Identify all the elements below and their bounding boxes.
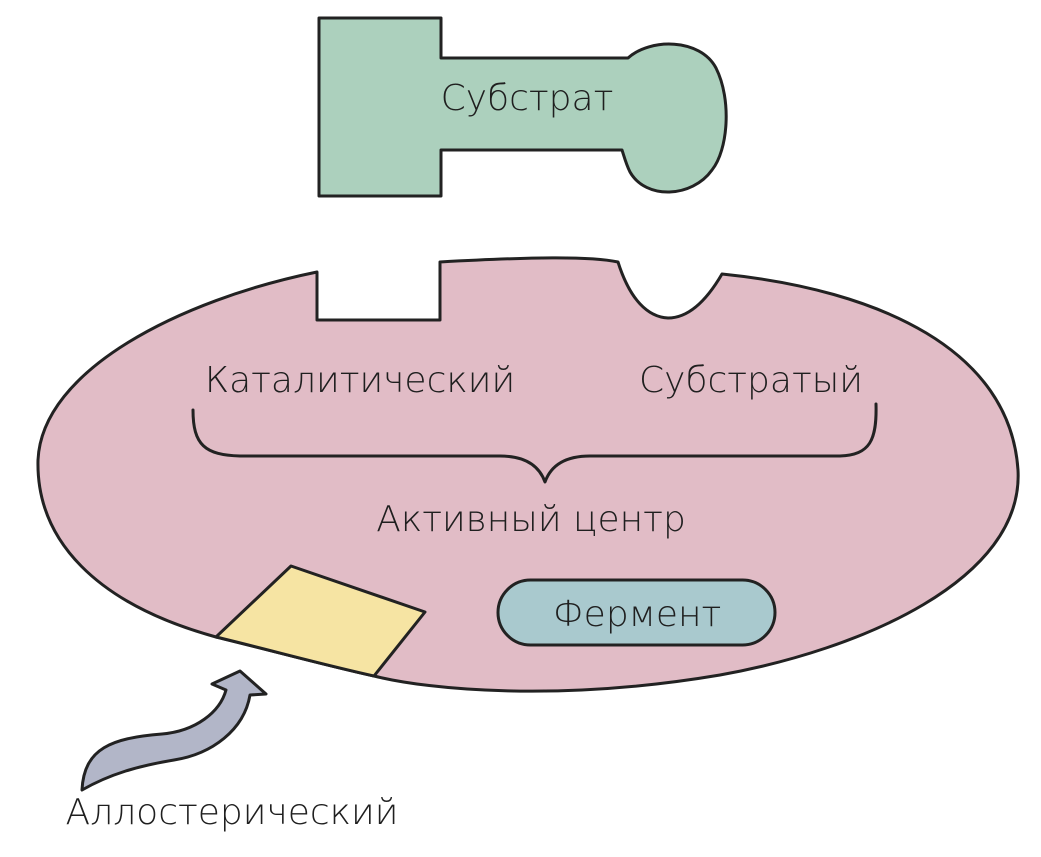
catalytic-site-label: Каталитический: [205, 360, 515, 401]
enzyme-label: Фермент: [553, 594, 722, 635]
enzyme-badge: Фермент: [496, 578, 777, 647]
allosteric-arrow: [80, 669, 268, 792]
substrate-shape: [317, 16, 728, 198]
enzyme-body: Каталитический Субстратый Активный центр…: [36, 256, 1020, 693]
allosteric-site-label: Аллостерический: [66, 792, 399, 833]
substrate-site-label: Субстратый: [639, 360, 863, 401]
active-center-brace: [191, 402, 878, 484]
substrate-label: Субстрат: [441, 78, 614, 119]
allosteric-site: [214, 564, 427, 678]
substrate-molecule: Субстрат: [317, 16, 728, 198]
active-center-label: Активный центр: [376, 499, 686, 540]
enzyme-badge-pill: [496, 578, 777, 647]
